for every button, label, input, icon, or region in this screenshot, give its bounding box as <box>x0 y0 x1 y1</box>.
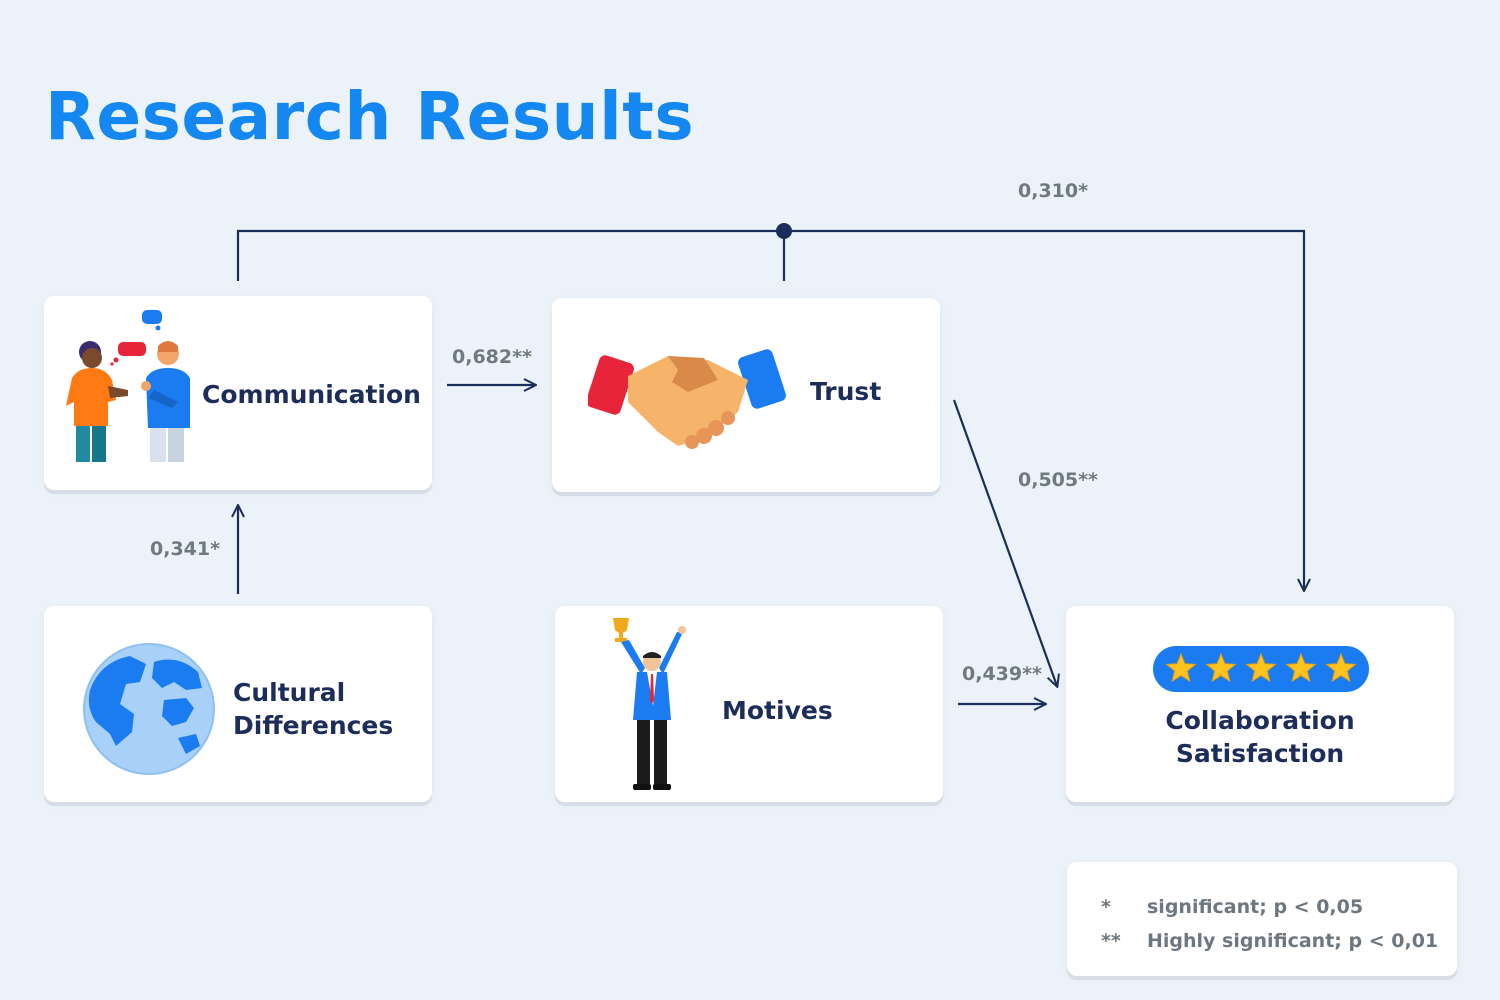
coefficient-trust-satisfaction: 0,505** <box>1018 469 1098 491</box>
star-icon <box>1285 652 1317 683</box>
winner-trophy-icon <box>613 618 686 790</box>
coefficient-combined: 0,310* <box>1018 180 1089 202</box>
motives-label: Motives <box>722 696 833 725</box>
collaboration-satisfaction-label: Collaboration Satisfaction <box>1066 704 1454 770</box>
cultural-differences-line2: Differences <box>233 711 394 740</box>
significance-legend: * significant; p < 0,05 ** Highly signific… <box>1067 862 1457 976</box>
combined-connector-line <box>236 229 1304 590</box>
junction-dot <box>776 223 792 239</box>
legend-symbol: ** <box>1101 930 1121 952</box>
people-talking-icon <box>66 310 190 462</box>
coefficient-motives-satisfaction: 0,439** <box>962 663 1042 685</box>
coefficient-communication-trust: 0,682** <box>452 346 532 368</box>
legend-symbol: * <box>1101 896 1111 918</box>
star-icon <box>1245 652 1277 683</box>
star-icon <box>1165 652 1197 683</box>
collaboration-satisfaction-line2: Satisfaction <box>1175 739 1345 768</box>
trust-label: Trust <box>810 377 882 406</box>
legend-text: Highly significant; p < 0,01 <box>1147 930 1439 952</box>
legend-text: significant; p < 0,05 <box>1147 896 1364 918</box>
trust-card: Trust <box>552 298 940 492</box>
page-title: Research Results <box>45 78 695 155</box>
handshake-icon <box>588 349 786 449</box>
collaboration-satisfaction-line1: Collaboration <box>1165 706 1355 735</box>
motives-card: Motives <box>555 606 943 802</box>
star-icon <box>1325 652 1357 683</box>
communication-card: Communication <box>44 296 432 490</box>
legend-item: ** Highly significant; p < 0,01 <box>1101 930 1438 952</box>
star-icon <box>1205 652 1237 683</box>
trust-to-satisfaction-arrow <box>952 399 1057 686</box>
communication-label: Communication <box>202 380 421 409</box>
globe-icon <box>83 643 215 775</box>
legend-item: * significant; p < 0,05 <box>1101 896 1363 918</box>
collaboration-satisfaction-card: Collaboration Satisfaction <box>1066 606 1454 802</box>
cultural-differences-label: Cultural Differences <box>233 676 393 742</box>
cultural-differences-line1: Cultural <box>233 678 346 707</box>
five-star-rating-icon <box>1153 646 1369 692</box>
coefficient-cultural-communication: 0,341* <box>150 538 221 560</box>
cultural-differences-card: Cultural Differences <box>44 606 432 802</box>
